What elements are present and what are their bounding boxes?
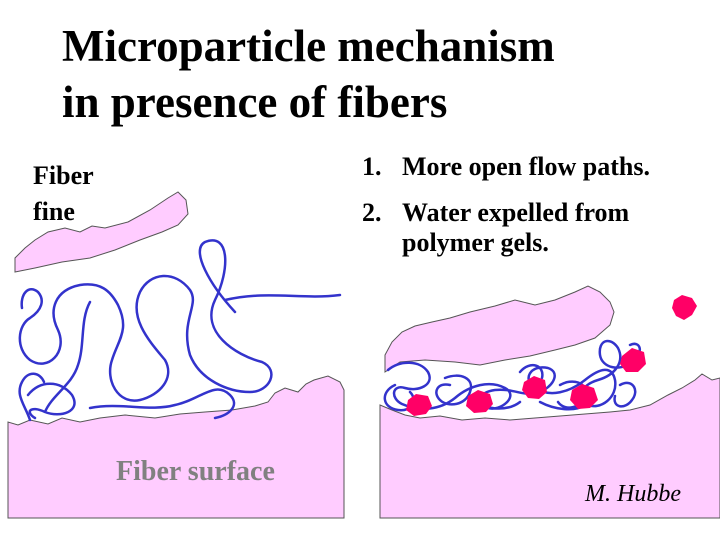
microparticle xyxy=(620,348,646,372)
point-item: 1. More open flow paths. xyxy=(362,152,712,182)
mechanism-points-list: 1. More open flow paths. 2. Water expell… xyxy=(362,152,712,274)
point-item: 2. Water expelled from polymer gels. xyxy=(362,198,712,258)
fiber-fine-label-line-1: Fiber xyxy=(33,161,94,190)
microparticle xyxy=(672,295,697,320)
fiber-surface-right xyxy=(379,373,720,519)
fiber-surface-label: Fiber surface xyxy=(116,456,275,487)
point-number: 2. xyxy=(362,198,382,227)
microparticle xyxy=(570,384,598,409)
point-number: 1. xyxy=(362,152,382,181)
author-credit: M. Hubbe xyxy=(585,481,681,507)
fiber-fine-label: Fiber fine xyxy=(33,158,94,230)
fiber-surface-left xyxy=(7,375,345,519)
fiber-fine-left xyxy=(14,191,189,273)
slide-title: Microparticle mechanism in presence of f… xyxy=(62,18,702,130)
title-line-1: Microparticle mechanism xyxy=(62,21,555,71)
microparticle xyxy=(406,394,432,416)
title-line-2: in presence of fibers xyxy=(62,77,448,127)
fiber-fine-label-line-2: fine xyxy=(33,197,75,226)
microparticle xyxy=(522,376,547,399)
polymer-strand-left xyxy=(18,239,342,422)
point-text: Water expelled from polymer gels. xyxy=(402,198,630,257)
point-text: More open flow paths. xyxy=(402,152,650,181)
microparticle xyxy=(466,390,493,413)
fiber-fine-right xyxy=(384,285,615,373)
